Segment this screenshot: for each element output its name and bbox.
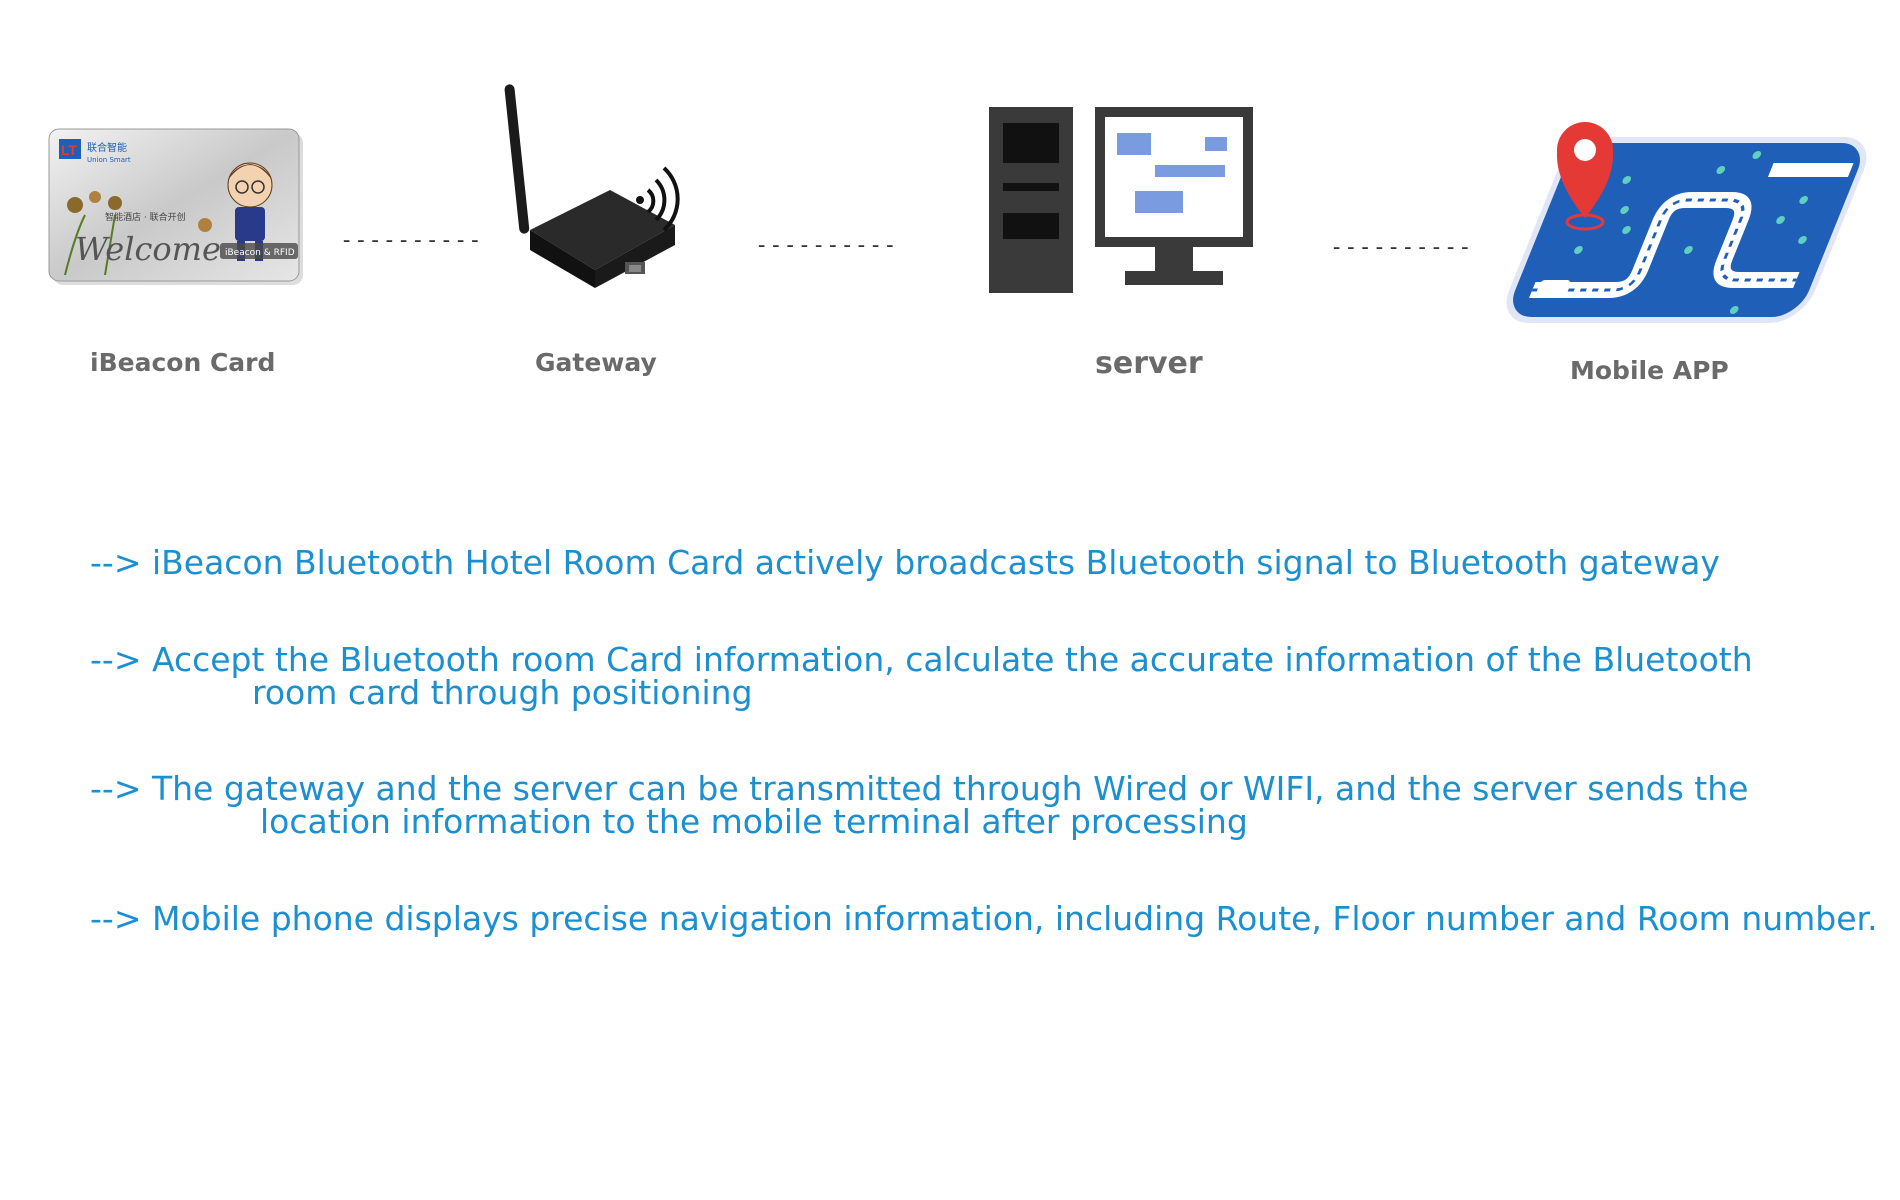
card-welcome: Welcome bbox=[75, 230, 221, 268]
ibeacon-card-label: iBeacon Card bbox=[90, 348, 276, 377]
card-brand-cn: 联合智能 bbox=[87, 141, 127, 154]
card-tagline: 智能酒店 · 联合开创 bbox=[105, 211, 186, 223]
description-3-continuation: location information to the mobile termi… bbox=[260, 802, 1248, 841]
ibeacon-card-image: LT 联合智能 Union Smart 智能酒店 · 联合开创 Welcome … bbox=[48, 128, 303, 285]
description-1: --> iBeacon Bluetooth Hotel Room Card ac… bbox=[90, 546, 1720, 579]
card-brand-en: Union Smart bbox=[87, 156, 131, 164]
description-1-text: iBeacon Bluetooth Hotel Room Card active… bbox=[151, 543, 1720, 582]
arrow-2: --> bbox=[90, 640, 142, 679]
gateway-image bbox=[504, 84, 680, 288]
gateway-label: Gateway bbox=[535, 348, 657, 377]
mobile-app-label: Mobile APP bbox=[1570, 356, 1729, 385]
mobile-app-image bbox=[1506, 122, 1867, 323]
wifi-icon bbox=[636, 196, 644, 204]
description-4-text: Mobile phone displays precise navigation… bbox=[151, 899, 1878, 938]
description-4: --> Mobile phone displays precise naviga… bbox=[90, 902, 1878, 935]
description-3: --> The gateway and the server can be tr… bbox=[90, 772, 1748, 838]
card-tag: iBeacon & RFID bbox=[225, 248, 295, 258]
arrow-3: --> bbox=[90, 769, 142, 808]
description-2-text: Accept the Bluetooth room Card informati… bbox=[151, 640, 1753, 679]
server-image bbox=[989, 107, 1253, 293]
connector-gateway-server: ---------- bbox=[755, 233, 898, 258]
connector-server-mobile: ---------- bbox=[1330, 235, 1473, 260]
server-label: server bbox=[1095, 346, 1203, 381]
arrow-4: --> bbox=[90, 899, 142, 938]
connector-card-gateway: ---------- bbox=[340, 228, 483, 253]
description-2-continuation: room card through positioning bbox=[252, 673, 753, 712]
description-2: --> Accept the Bluetooth room Card infor… bbox=[90, 643, 1753, 709]
location-pin-icon bbox=[1556, 122, 1614, 231]
arrow-1: --> bbox=[90, 543, 142, 582]
svg-text:LT: LT bbox=[61, 142, 78, 158]
description-3-text: The gateway and the server can be transm… bbox=[151, 769, 1749, 808]
